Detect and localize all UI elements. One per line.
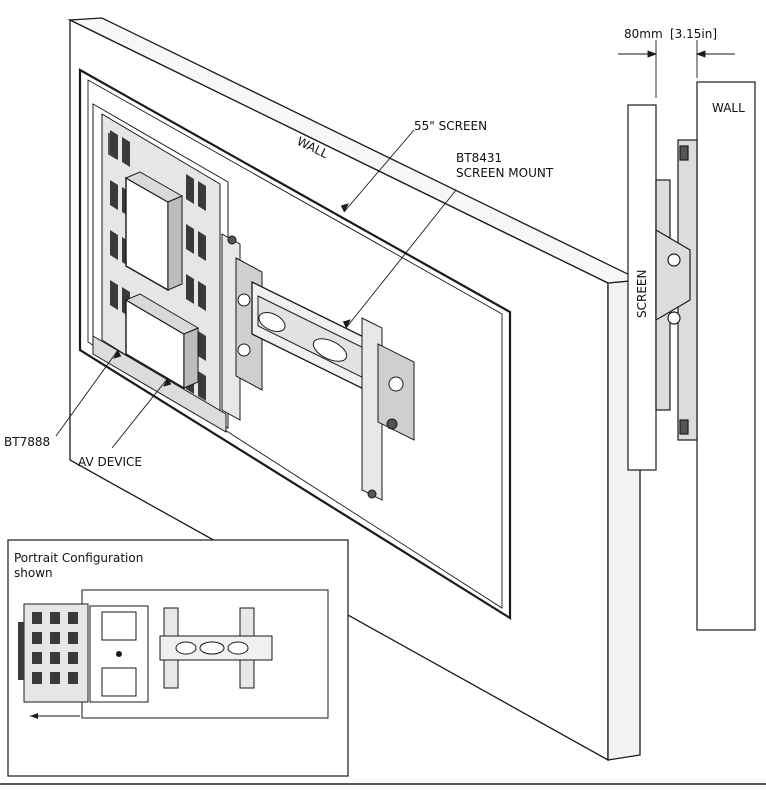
screen-leader <box>343 129 415 213</box>
dimension-in: [3.15in] <box>670 27 717 41</box>
mount-leader <box>345 189 457 329</box>
inset-title-line1: Portrait Configuration <box>14 551 143 565</box>
bt7888-label: BT7888 <box>4 435 50 449</box>
dimension-marker <box>618 40 735 98</box>
mount-label-line2: SCREEN MOUNT <box>456 166 554 180</box>
side-mount-profile <box>655 139 698 441</box>
side-screen <box>627 104 657 471</box>
side-wall <box>696 81 756 631</box>
av-device-label: AV DEVICE <box>78 455 142 469</box>
bt7888-plate <box>92 103 229 433</box>
bt8431-mount <box>221 233 415 501</box>
screen-size-label: 55" SCREEN <box>414 119 487 133</box>
side-wall-label: WALL <box>712 101 745 115</box>
av-device-leader <box>111 377 169 449</box>
bt7888-leader <box>55 349 119 437</box>
screen-panel <box>78 68 512 620</box>
mount-label-line1: BT8431 <box>456 151 502 165</box>
side-screen-label: SCREEN <box>635 270 649 318</box>
dimension-mm: 80mm <box>624 27 663 41</box>
inset-title-line2: shown <box>14 566 53 580</box>
side-view <box>627 81 756 631</box>
inset-box <box>7 539 349 777</box>
leader-lines <box>55 129 457 449</box>
